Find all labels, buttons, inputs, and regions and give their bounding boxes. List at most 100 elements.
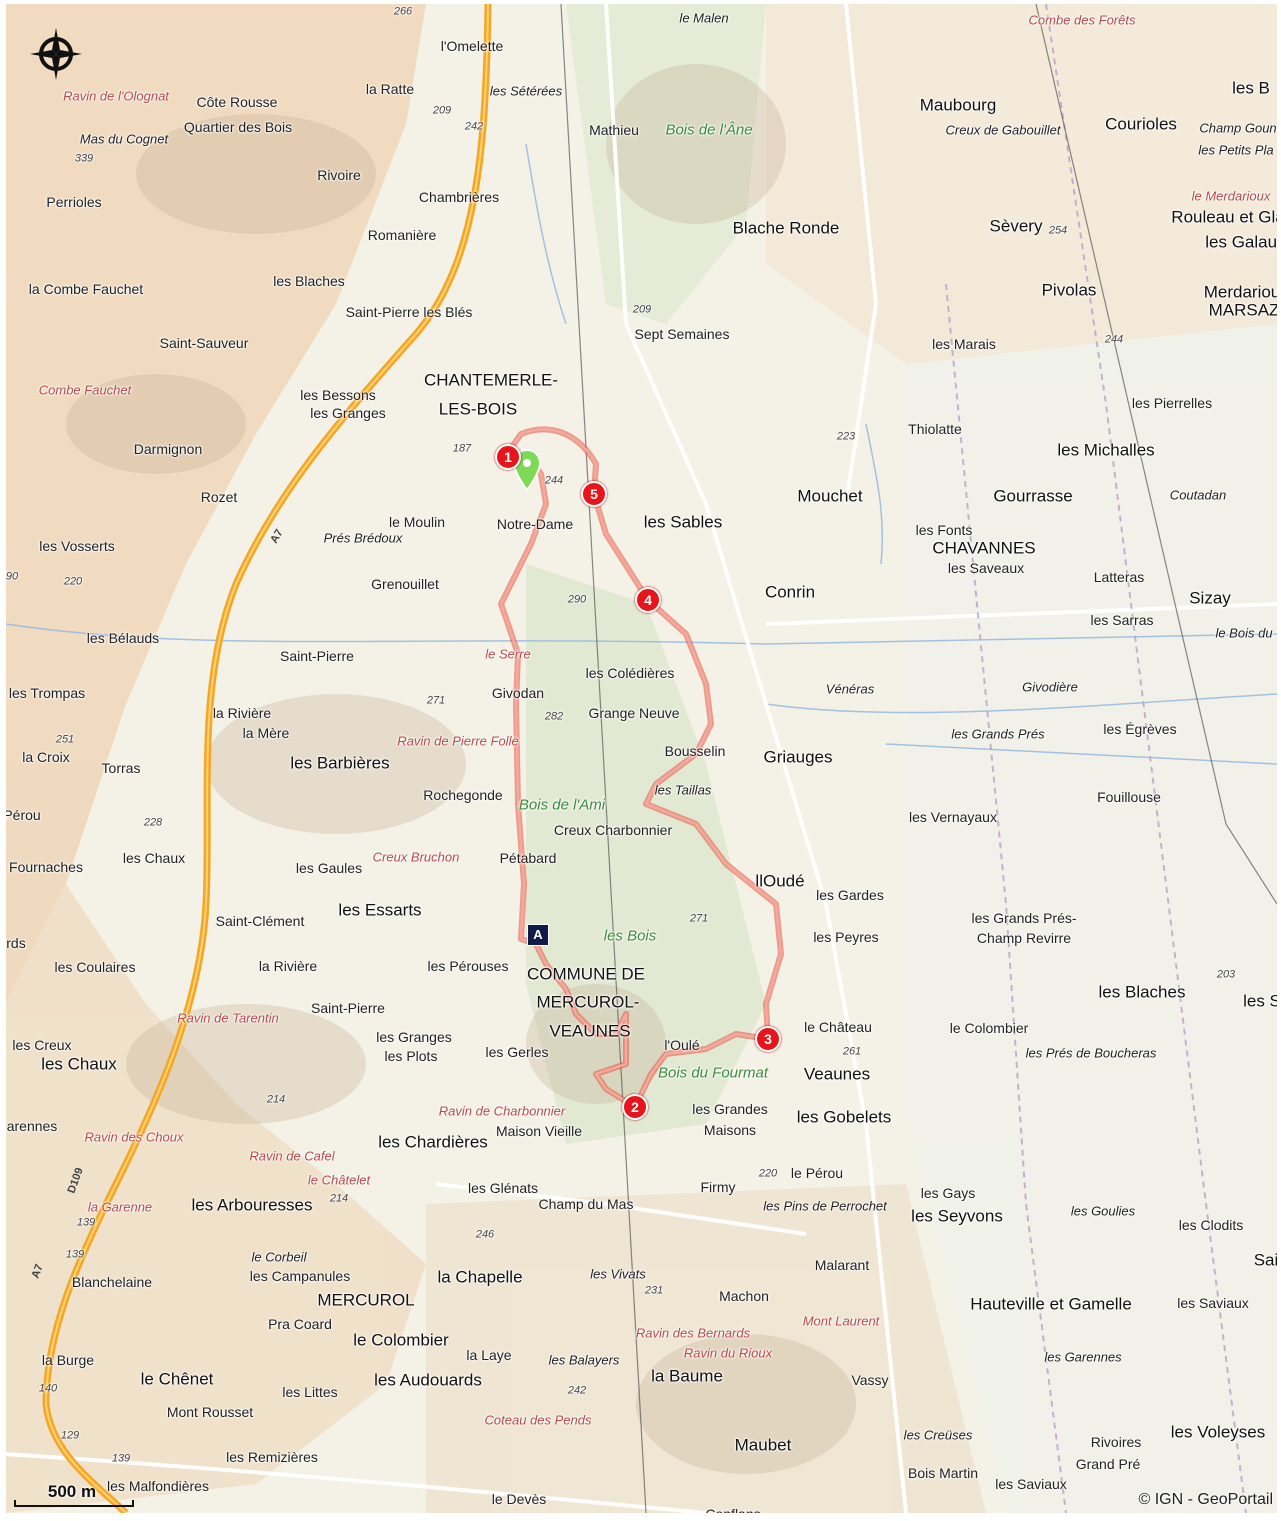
place-label: Saint-Clément (215, 913, 305, 929)
place-label: les Chardières (378, 1132, 488, 1152)
place-label: Ravin du Rioux (683, 1345, 773, 1361)
place-label: l'Omelette (440, 38, 504, 54)
place-label: les Gardes (816, 887, 884, 903)
place-label: les Creux (12, 1037, 72, 1053)
place-label: Quartier des Bois (183, 119, 293, 135)
place-label: le Bois du (1215, 625, 1273, 641)
place-label: l'Oulé (664, 1037, 700, 1053)
place-label: le Pérou (790, 1165, 844, 1181)
altitude-label: 271 (689, 912, 709, 925)
place-label: les Essarts (338, 900, 422, 920)
place-label: les Blaches (273, 273, 345, 289)
place-label: Veaunes (803, 1064, 871, 1084)
place-label: CHAVANNES (932, 538, 1036, 558)
place-label: COMMUNE DE (526, 964, 646, 984)
place-label: Côte Rousse (196, 94, 278, 110)
place-label: Creux de Gabouillet (945, 122, 1061, 138)
place-label: Mont Laurent (802, 1313, 880, 1329)
place-label: les Clodits (1178, 1217, 1244, 1233)
place-label: la Combe Fauchet (28, 281, 144, 297)
place-label: Ravin des Bernards (635, 1325, 751, 1341)
place-label: les Arbouresses (191, 1195, 313, 1215)
place-label: Malarant (814, 1257, 870, 1273)
altitude-label: 244 (544, 474, 564, 487)
altitude-label: 90 (6, 570, 19, 583)
place-label: Saint-Pierre (311, 1000, 385, 1016)
place-label: les Michalles (1057, 440, 1155, 460)
altitude-label: 228 (143, 816, 163, 829)
place-label: les Chaux (41, 1054, 117, 1074)
altitude-label: 220 (63, 575, 83, 588)
place-label: Rivoire (317, 167, 361, 183)
place-label: les Littes (282, 1384, 338, 1400)
place-label: le Corbeil (251, 1249, 307, 1265)
place-label: MERCUROL- (536, 992, 640, 1012)
place-label: Rouleau et Gla (1171, 207, 1277, 227)
place-label: les Granges (376, 1029, 452, 1045)
place-label: Bois de l'Ami (518, 796, 606, 814)
place-label: Bousselin (664, 743, 726, 759)
place-label: Coutadan (1169, 487, 1227, 503)
place-label: Champ du Mas (538, 1196, 634, 1212)
place-label: les Grands Prés (951, 726, 1045, 742)
place-label: Coteau des Pends (484, 1412, 592, 1428)
place-label: Champ Goun (1199, 120, 1277, 136)
waypoint-marker[interactable]: 3 (755, 1026, 781, 1052)
place-label: Torras (101, 760, 141, 776)
place-label: le Chênet (140, 1369, 214, 1389)
altitude-label: 282 (544, 710, 564, 723)
place-label: Courioles (1105, 114, 1177, 134)
place-label: la Chapelle (437, 1267, 523, 1287)
place-label: Grenouillet (371, 576, 439, 592)
place-label: les Chaux (122, 850, 186, 866)
place-label: les Prés de Boucheras (1025, 1045, 1157, 1061)
place-label: la Mère (242, 725, 290, 741)
place-label: Thiolatte (908, 421, 962, 437)
place-label: Grange Neuve (588, 705, 680, 721)
altitude-label: 209 (632, 303, 652, 316)
place-label: les S (1243, 991, 1277, 1011)
place-label: les Gobelets (796, 1107, 892, 1127)
start-marker[interactable]: A (527, 924, 549, 946)
place-label: Rozet (200, 489, 238, 505)
place-label: Romanière (367, 227, 437, 243)
place-label: Mont Rousset (166, 1404, 254, 1420)
attribution[interactable]: © IGN - GeoPortail (1138, 1491, 1274, 1508)
scale-bar: 500 m (14, 1482, 134, 1507)
place-label: la Burge (41, 1352, 95, 1368)
place-label: la Rivière (258, 958, 318, 974)
altitude-label: 203 (1216, 968, 1236, 981)
place-label: les Vosserts (39, 538, 115, 554)
altitude-label: 220 (758, 1167, 778, 1180)
place-label: VEAUNES (549, 1021, 631, 1041)
place-label: Bois du Fourmat (657, 1064, 769, 1082)
altitude-label: 246 (475, 1228, 495, 1241)
place-label: Sai (1253, 1250, 1277, 1270)
place-label: Pivolas (1041, 280, 1097, 300)
place-label: la Ratte (365, 81, 415, 97)
place-label: Ravin de Tarentin (177, 1010, 279, 1026)
place-label: les Balayers (548, 1352, 620, 1368)
place-label: Sèvery (989, 216, 1043, 236)
place-label: Saint-Pierre les Blés (345, 304, 473, 320)
altitude-label: 139 (111, 1452, 131, 1465)
altitude-label: 231 (644, 1284, 664, 1297)
place-label: le Moulin (388, 514, 446, 530)
altitude-label: 187 (452, 442, 472, 455)
place-label: LES-BOIS (438, 399, 518, 419)
place-label: les Grandes (692, 1101, 768, 1117)
place-label: Maubet (734, 1435, 792, 1455)
waypoint-marker[interactable]: 1 (495, 444, 521, 470)
waypoint-marker[interactable]: 4 (635, 587, 661, 613)
altitude-label: 209 (432, 104, 452, 117)
place-label: les Glénats (467, 1180, 539, 1196)
place-label: Conflans (705, 1507, 760, 1513)
place-label: Machon (719, 1288, 769, 1304)
waypoint-marker[interactable]: 2 (622, 1094, 648, 1120)
place-label: Maisons (703, 1122, 757, 1138)
place-label: les Bélauds (86, 630, 160, 646)
place-label: Blache Ronde (732, 218, 840, 238)
waypoint-marker[interactable]: 5 (581, 481, 607, 507)
altitude-label: 271 (426, 694, 446, 707)
